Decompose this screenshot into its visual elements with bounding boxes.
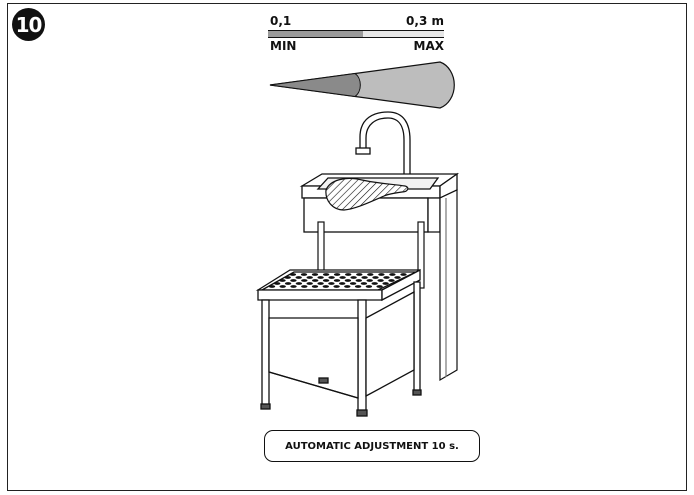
- grill-hole: [322, 285, 329, 288]
- grill-hole: [311, 273, 319, 276]
- grill-hole: [389, 273, 396, 276]
- grill-hole: [371, 282, 378, 285]
- grill-hole: [312, 279, 319, 282]
- caption-label: AUTOMATIC ADJUSTMENT 10 s.: [264, 430, 480, 462]
- grill-hole: [367, 273, 374, 276]
- grill-hole: [361, 276, 368, 279]
- grill-hole: [344, 279, 352, 282]
- grill-hole: [382, 282, 389, 285]
- grill-hole: [317, 276, 324, 279]
- grill-hole: [268, 285, 276, 288]
- sink-cabinet-icon: [255, 268, 422, 417]
- grill-hole: [300, 273, 308, 276]
- grill-hole: [284, 276, 291, 279]
- grill-hole: [295, 276, 302, 279]
- range-min-value: 0,1: [270, 14, 292, 28]
- grill-hole: [289, 273, 297, 276]
- sensor-detection-cone-icon: [269, 61, 455, 109]
- grill-hole: [284, 282, 292, 285]
- range-bar-fill: [268, 31, 364, 37]
- grill-hole: [400, 273, 407, 276]
- grill-hole: [394, 276, 401, 279]
- grill-hole: [306, 276, 313, 279]
- grill-hole: [356, 273, 363, 276]
- grill-hole: [366, 279, 373, 282]
- grill-hole: [378, 273, 385, 276]
- grill-hole: [355, 279, 362, 282]
- grill-hole: [322, 279, 330, 282]
- grill-hole: [388, 279, 395, 282]
- grill-hole: [372, 276, 379, 279]
- rear-legs: [317, 221, 425, 289]
- drain-grill: [268, 273, 407, 288]
- grill-hole: [301, 285, 308, 288]
- grill-hole: [376, 285, 383, 288]
- grill-hole: [322, 273, 330, 276]
- sensor-range-scale: 0,1 0,3 m MIN MAX: [268, 15, 444, 53]
- grill-hole: [339, 282, 346, 285]
- step-number-badge: 10: [12, 8, 45, 41]
- grill-hole: [274, 282, 281, 285]
- grill-hole: [333, 279, 341, 282]
- grill-hole: [360, 282, 368, 285]
- grill-hole: [365, 285, 373, 288]
- grill-hole: [377, 279, 384, 282]
- range-max-value: 0,3 m: [406, 14, 444, 28]
- grill-hole: [301, 279, 308, 282]
- side-panel: [439, 189, 458, 382]
- grill-hole: [279, 279, 286, 282]
- grill-hole: [350, 276, 357, 279]
- grill-hole: [290, 285, 297, 288]
- grill-hole: [345, 273, 352, 276]
- grill-hole: [383, 276, 390, 279]
- range-max-label: MAX: [413, 39, 444, 53]
- grill-hole: [311, 285, 319, 288]
- grill-hole: [328, 276, 335, 279]
- grill-hole: [306, 282, 313, 285]
- grill-hole: [333, 285, 340, 288]
- grill-hole: [349, 282, 357, 285]
- range-bar: [268, 30, 444, 38]
- grill-hole: [328, 282, 335, 285]
- grill-hole: [279, 285, 286, 288]
- grill-hole: [290, 279, 297, 282]
- grill-hole: [295, 282, 303, 285]
- grill-hole: [317, 282, 324, 285]
- hand-icon: [325, 177, 409, 211]
- grill-hole: [354, 285, 362, 288]
- grill-hole: [333, 273, 341, 276]
- range-min-label: MIN: [270, 39, 297, 53]
- grill-hole: [339, 276, 346, 279]
- grill-hole: [344, 285, 351, 288]
